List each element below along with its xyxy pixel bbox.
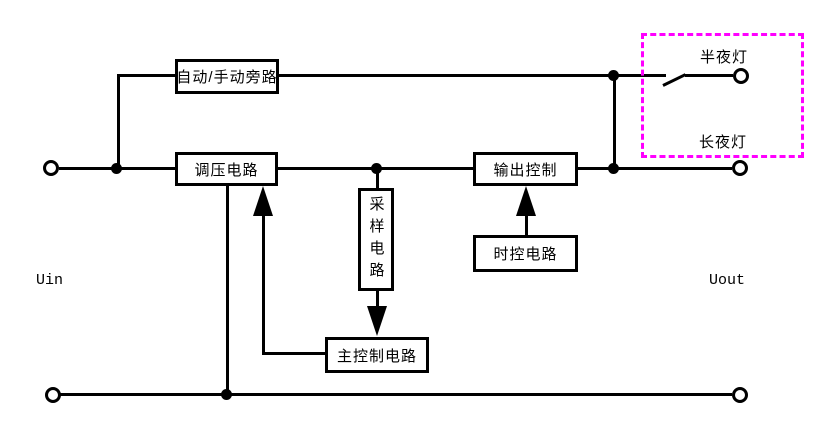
wire-switch-to-terminal [685, 74, 733, 77]
block-timer-circuit: 时控电路 [473, 235, 578, 272]
lamp-zone-outline [641, 33, 804, 158]
block-label: 时控电路 [493, 246, 558, 263]
long-night-lamp-label: 长夜灯 [699, 134, 748, 151]
block-sampling-circuit: 采样电路 [358, 188, 394, 291]
long-night-lamp-terminal [732, 160, 748, 176]
block-label: 调压电路 [194, 161, 259, 179]
block-main-control-circuit: 主控制电路 [325, 337, 429, 373]
junction-dot [608, 163, 619, 174]
block-output-control: 输出控制 [473, 152, 578, 186]
output-neutral-terminal [732, 387, 748, 403]
block-voltage-regulator: 调压电路 [175, 152, 278, 186]
wire-regulator-to-bottom-rail [226, 185, 229, 395]
half-night-lamp-label: 半夜灯 [700, 49, 749, 66]
junction-dot [111, 163, 122, 174]
block-auto-manual-bypass: 自动/手动旁路 [175, 59, 279, 94]
junction-dot [221, 389, 232, 400]
junction-dot [371, 163, 382, 174]
wire-bypass-out [279, 74, 666, 77]
block-label: 主控制电路 [336, 347, 417, 365]
input-neutral-terminal [45, 387, 61, 403]
wire-bottom-rail [59, 393, 732, 396]
arrow-into-regulator-icon [253, 186, 273, 216]
block-label: 自动/手动旁路 [176, 69, 278, 86]
arrow-into-main-control-icon [367, 306, 387, 336]
wire-output-control-to-terminal [577, 167, 732, 170]
wire-bypass-in-horizontal [117, 74, 175, 77]
block-label: 采样电路 [367, 195, 385, 284]
half-night-lamp-terminal [733, 68, 749, 84]
uin-label: Uin [36, 272, 64, 289]
arrow-into-output-control-icon [516, 186, 536, 216]
junction-dot [608, 70, 619, 81]
wire-main-control-to-regulator-horizontal [262, 352, 327, 355]
uout-label: Uout [709, 272, 746, 289]
wire-sampling-to-main-control [376, 289, 379, 309]
wire-bypass-join-vertical [613, 74, 616, 170]
wire-bypass-in-vertical [117, 74, 120, 170]
block-label: 输出控制 [493, 161, 558, 179]
wire-main-control-to-regulator-vertical [262, 214, 265, 355]
wire-timer-to-output-control [525, 214, 528, 237]
input-terminal [43, 160, 59, 176]
wire-line-to-sampling [376, 168, 379, 190]
